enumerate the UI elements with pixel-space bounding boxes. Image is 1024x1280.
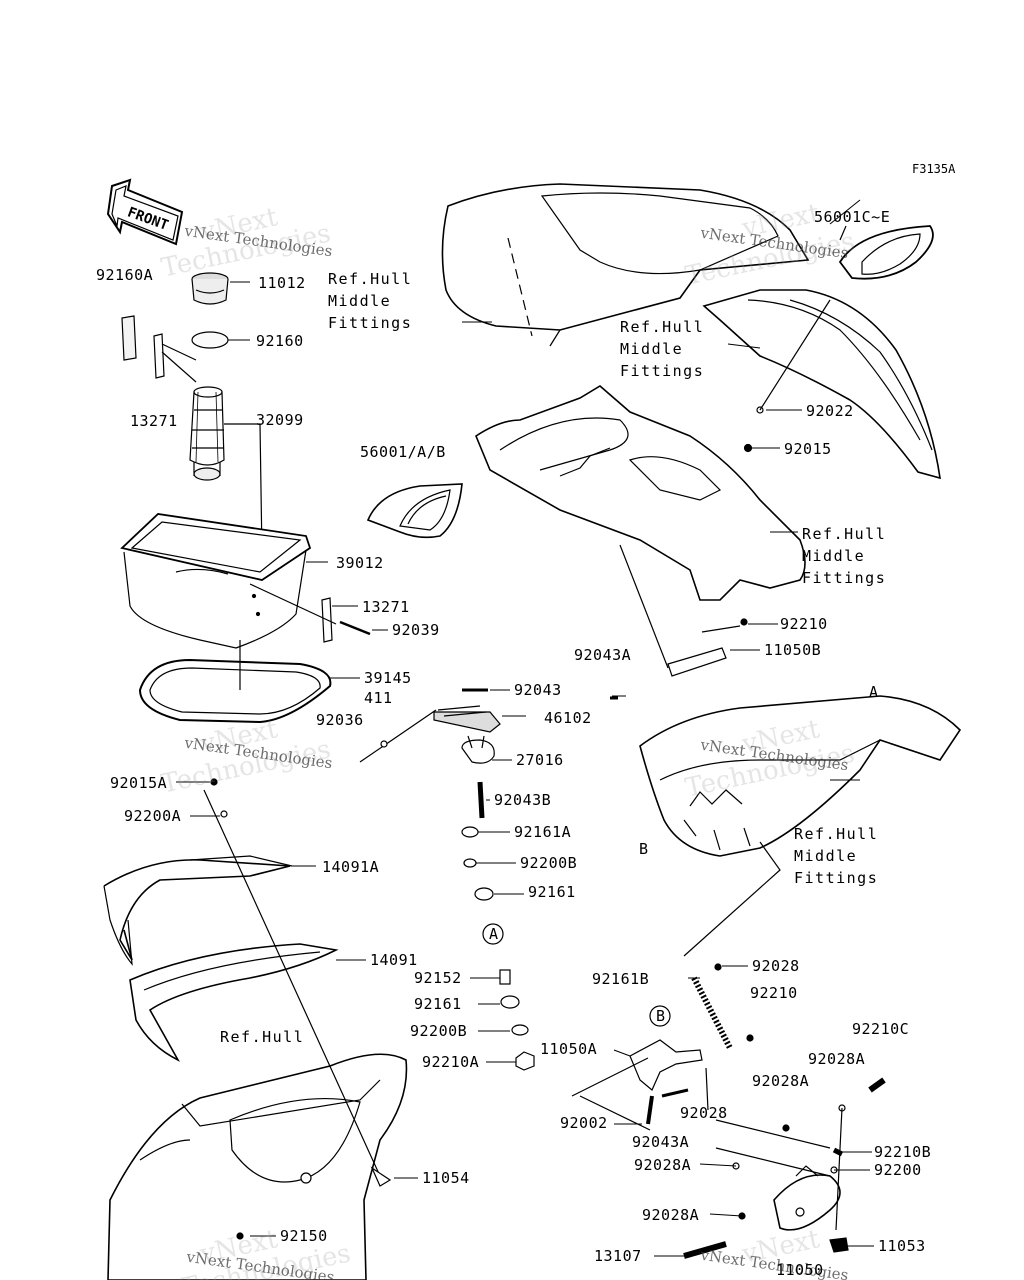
ref-hull-middle-fittings-1: Ref.Hull Middle Fittings [328, 270, 413, 332]
ref-hull-middle-fittings-2: Ref.Hull Middle Fittings [620, 318, 705, 380]
callout-A-lower: A [489, 925, 499, 943]
part-92015: 92015 [784, 440, 832, 458]
lower-frame-right [639, 695, 962, 857]
lever-11050A [629, 1039, 703, 1091]
part-92028: 92028 [752, 957, 800, 975]
front-arrow-icon [106, 178, 184, 246]
part-11012: 11012 [258, 274, 306, 292]
part-32099: 32099 [256, 411, 304, 429]
part-13107: 13107 [594, 1247, 642, 1265]
part-92002: 92002 [560, 1114, 608, 1132]
part-11054: 11054 [422, 1169, 470, 1187]
leader-32099 [224, 423, 263, 556]
part-56001CE: 56001C~E [814, 208, 891, 226]
deflector-56001CE [838, 225, 934, 280]
part-92210: 92210 [780, 615, 828, 633]
part-92161A: 92161A [514, 823, 572, 841]
grab-rail-14091 [129, 943, 339, 1062]
part-92043B: 92043B [494, 791, 552, 809]
gasket-39145 [138, 658, 332, 724]
bolt-92043B [477, 781, 485, 819]
part-92043A: 92043A [574, 646, 632, 664]
top-cover-panel [441, 183, 810, 347]
nut-92015 [743, 443, 753, 453]
part-11050A: 11050A [540, 1040, 598, 1058]
part-13271-b: 13271 [362, 598, 410, 616]
part-46102: 46102 [544, 709, 592, 727]
part-92152: 92152 [414, 969, 462, 987]
strap-46102 [433, 705, 501, 733]
part-11050: 11050 [776, 1261, 824, 1279]
tube-32099 [189, 386, 225, 481]
bracket-13271 [153, 333, 165, 379]
side-cover-right [702, 289, 941, 480]
part-56001AB: 56001/A/B [360, 443, 446, 461]
part-92210C: 92210C [852, 1020, 910, 1038]
part-92028A-d: 92028A [642, 1206, 700, 1224]
callout-B-circle [649, 1005, 671, 1027]
part-92039: 92039 [392, 621, 440, 639]
plate-11050 [773, 1174, 841, 1231]
part-92043: 92043 [514, 681, 562, 699]
part-92210A: 92210A [422, 1053, 480, 1071]
cover-56001AB [366, 483, 463, 539]
part-92028A-a: 92028A [808, 1050, 866, 1068]
part-92161B: 92161B [592, 970, 650, 988]
part-92043A-b: 92043A [632, 1133, 690, 1151]
cap-11012 [191, 272, 229, 305]
part-92200: 92200 [874, 1161, 922, 1179]
callout-B-lower: B [656, 1007, 666, 1025]
part-14091: 14091 [370, 951, 418, 969]
gasket-92160 [191, 331, 229, 349]
part-27016: 27016 [516, 751, 564, 769]
hull-body [107, 1053, 408, 1280]
part-11053: 11053 [878, 1237, 926, 1255]
part-92028A-b: 92028A [752, 1072, 810, 1090]
ref-hull: Ref.Hull [220, 1028, 305, 1046]
part-92200A: 92200A [124, 807, 182, 825]
part-92161-b: 92161 [414, 995, 462, 1013]
part-92200B: 92200B [520, 854, 578, 872]
part-92028-b: 92028 [680, 1104, 728, 1122]
part-411: 411 [364, 689, 393, 707]
part-92160: 92160 [256, 332, 304, 350]
ref-hull-middle-fittings-4: Ref.Hull Middle Fittings [794, 825, 879, 887]
storage-bucket-39012 [120, 513, 312, 649]
part-92161: 92161 [528, 883, 576, 901]
part-39012: 39012 [336, 554, 384, 572]
bracket-11050B [667, 647, 727, 677]
latch-27016 [461, 735, 495, 764]
callout-A-upper: A [869, 683, 879, 701]
spring-92161B [691, 976, 733, 1050]
part-92015A: 92015A [110, 774, 168, 792]
part-13271: 13271 [130, 412, 178, 430]
ref-hull-middle-fittings-3: Ref.Hull Middle Fittings [802, 525, 887, 587]
part-92028A-c: 92028A [634, 1156, 692, 1174]
part-92036: 92036 [316, 711, 364, 729]
center-body-panel [475, 385, 806, 601]
part-92022: 92022 [806, 402, 854, 420]
strip-92160A [121, 315, 137, 361]
part-92210B: 92210B [874, 1143, 932, 1161]
callout-B-upper: B [639, 840, 649, 858]
part-11050B: 11050B [764, 641, 822, 659]
part-92150: 92150 [280, 1227, 328, 1245]
leader-lines [176, 199, 874, 1257]
grab-rail-14091A [103, 855, 293, 966]
part-92160A: 92160A [96, 266, 154, 284]
part-92200B-b: 92200B [410, 1022, 468, 1040]
part-14091A: 14091A [322, 858, 380, 876]
callout-A-circle [482, 923, 504, 945]
figure-code: F3135A [912, 162, 956, 176]
part-39145: 39145 [364, 669, 412, 687]
part-92210-b: 92210 [750, 984, 798, 1002]
